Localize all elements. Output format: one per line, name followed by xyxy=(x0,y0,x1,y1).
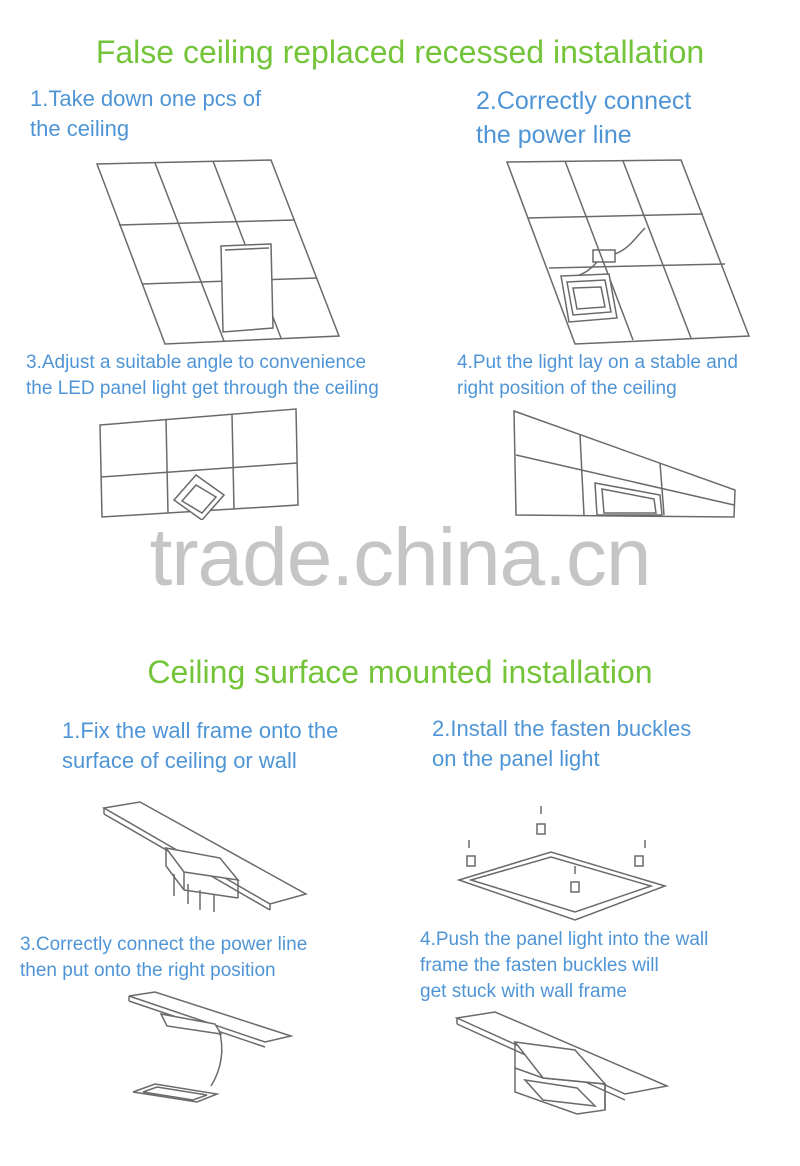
s2-step4-text: 4.Push the panel light into the wall fra… xyxy=(420,929,709,1002)
s2-illustration-fasten-buckles xyxy=(455,800,670,925)
s1-illustration-lay-position xyxy=(510,405,740,520)
s2-illustration-push-panel xyxy=(455,1010,670,1125)
s1-step4-text: 4.Put the light lay on a stable and righ… xyxy=(457,352,738,399)
watermark: trade.china.cn xyxy=(149,512,651,603)
s2-step1-text: 1.Fix the wall frame onto the surface of… xyxy=(62,718,339,773)
s2-illustration-fix-frame xyxy=(100,800,310,920)
section2-title: Ceiling surface mounted installation xyxy=(147,654,653,690)
s1-step2-text: 2.Correctly connect the power line xyxy=(476,87,692,149)
s2-illustration-power-line xyxy=(125,990,295,1105)
s1-illustration-angle-through xyxy=(96,405,306,520)
s1-illustration-connect-power xyxy=(505,158,755,348)
s1-step1-text: 1.Take down one pcs of the ceiling xyxy=(30,86,262,141)
s1-step3-text: 3.Adjust a suitable angle to convenience… xyxy=(26,352,379,399)
s1-illustration-remove-tile xyxy=(95,158,345,348)
s2-step3-text: 3.Correctly connect the power line then … xyxy=(20,934,308,981)
section1-title: False ceiling replaced recessed installa… xyxy=(95,34,705,70)
s2-step2-text: 2.Install the fasten buckles on the pane… xyxy=(432,716,692,771)
